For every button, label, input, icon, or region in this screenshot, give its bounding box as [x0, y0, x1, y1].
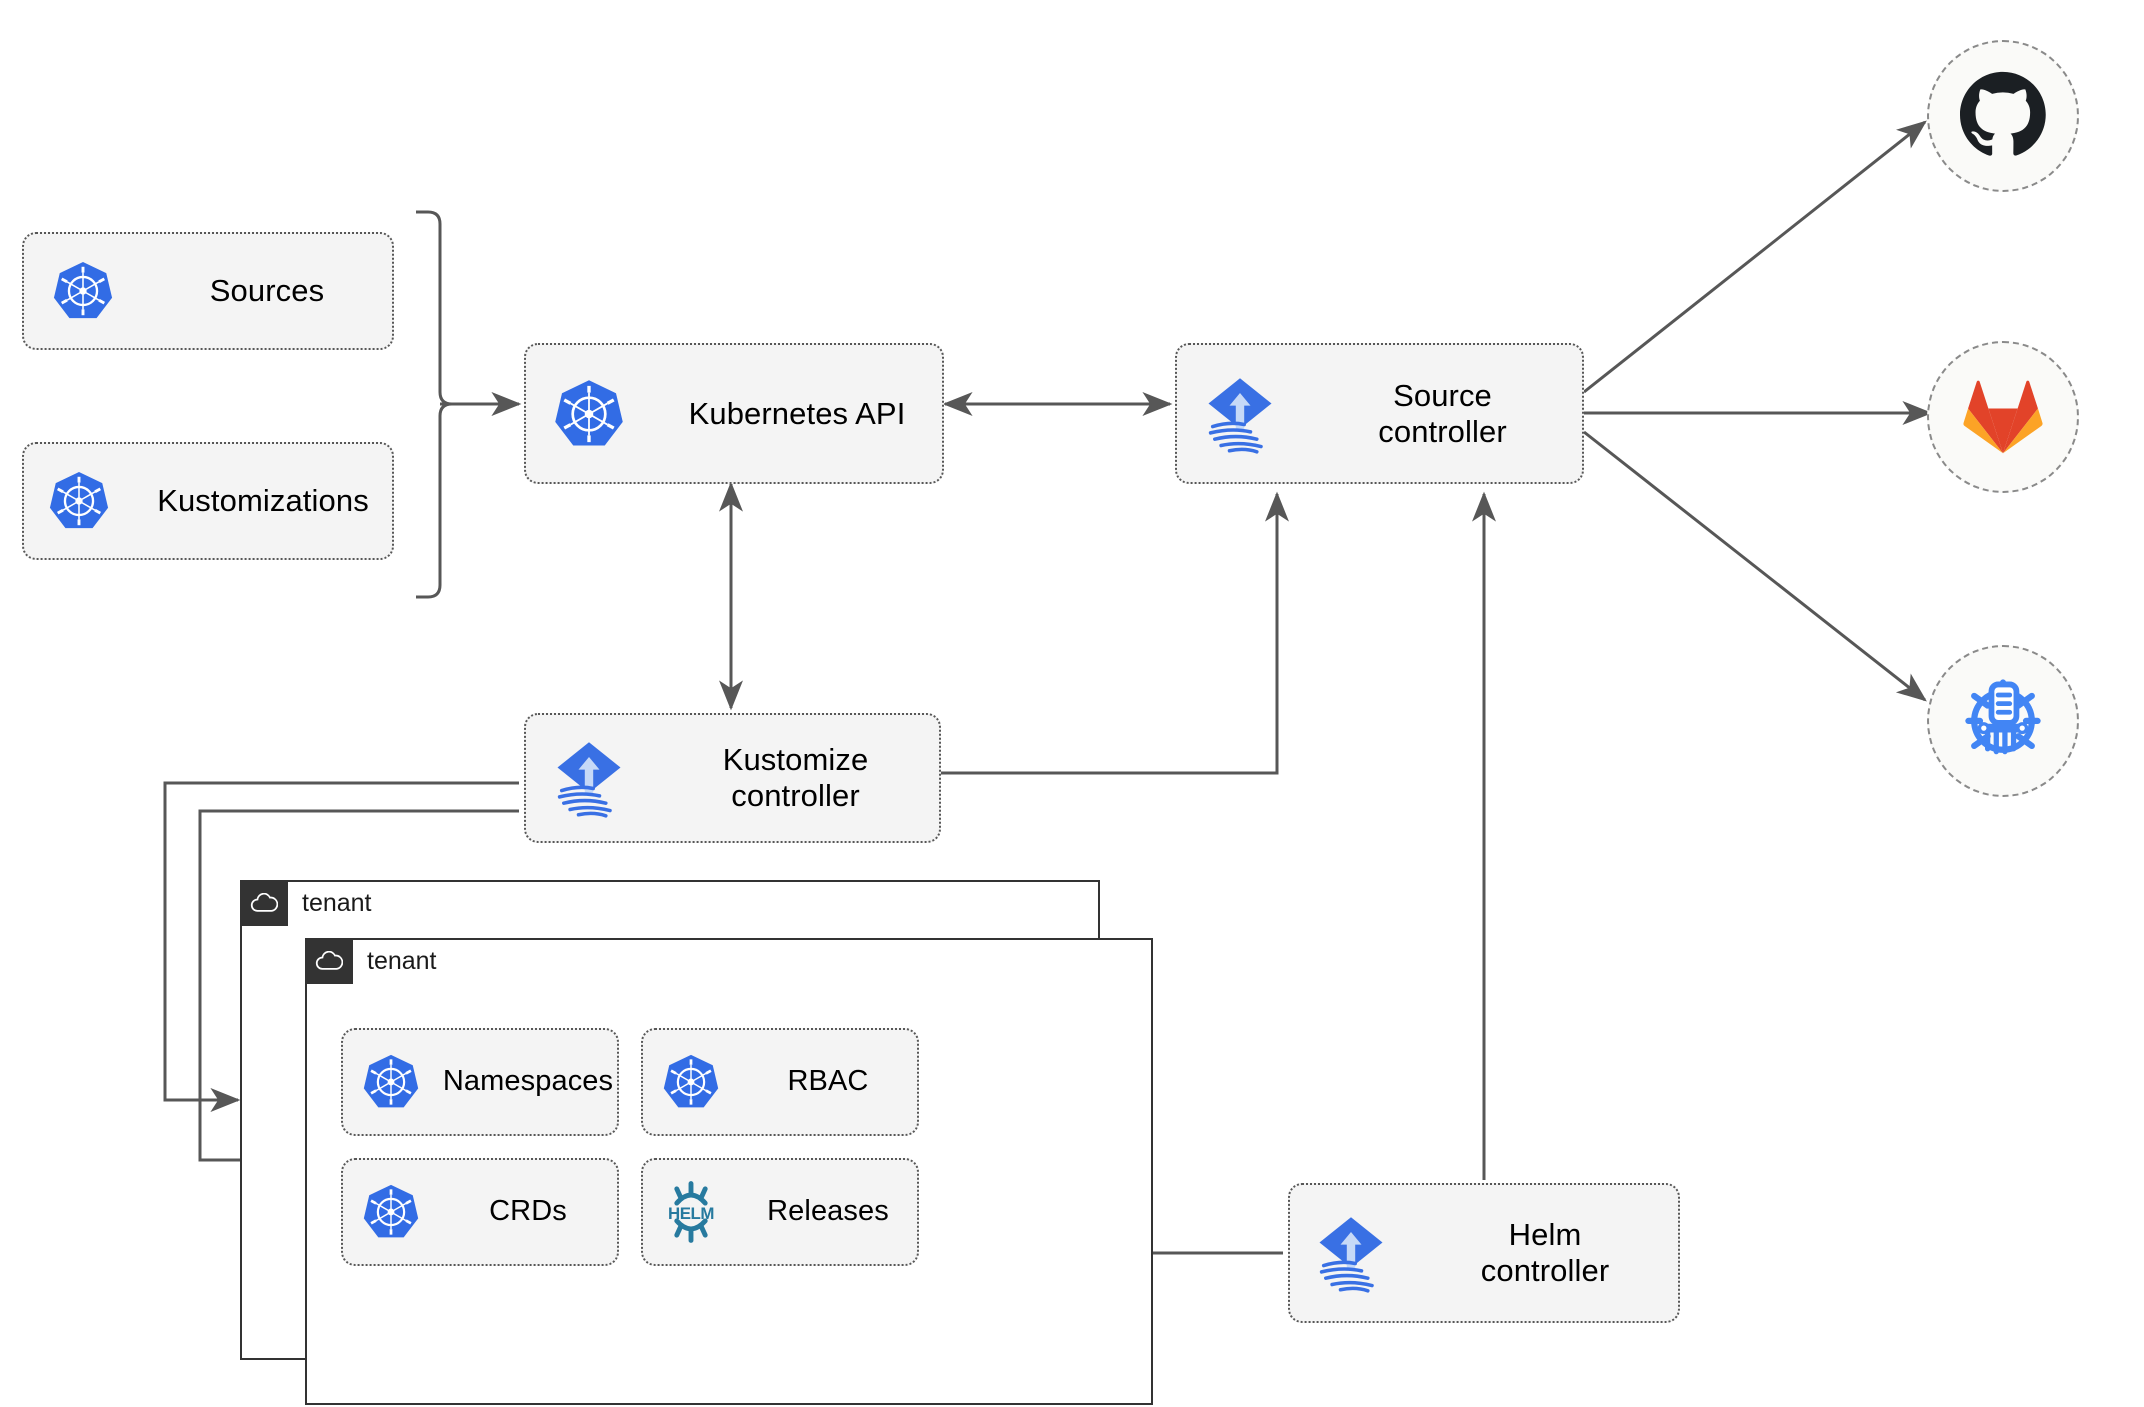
node-kustomize-controller-label: Kustomize controller [722, 742, 869, 813]
tenant-card-front[interactable]: tenant [305, 938, 1153, 1405]
flux-icon [1290, 1211, 1412, 1295]
node-source-controller-label: Source controller [1378, 377, 1507, 449]
node-crds[interactable]: CRDs [341, 1158, 619, 1266]
node-kustomizations-label: Kustomizations [157, 483, 369, 519]
node-helm-controller[interactable]: Helm controller [1288, 1183, 1680, 1323]
node-sources[interactable]: Sources [22, 232, 394, 350]
node-releases-label: Releases [767, 1195, 889, 1228]
kubernetes-icon [24, 470, 134, 532]
node-kubernetes-api[interactable]: Kubernetes API [524, 343, 944, 484]
node-crds-label: CRDs [489, 1195, 567, 1228]
provider-gitlab[interactable] [1927, 341, 2079, 493]
kubernetes-icon [343, 1183, 439, 1241]
bracket-upper [416, 210, 453, 406]
cloud-icon [240, 880, 288, 926]
tenant-label: tenant [367, 946, 437, 975]
tenant-label: tenant [302, 888, 372, 917]
node-rbac-label: RBAC [787, 1065, 869, 1098]
flux-icon [1177, 372, 1303, 456]
gitlab-icon [1962, 376, 2044, 459]
tenant-header: tenant [240, 880, 372, 926]
chart-repository-icon [1955, 671, 2051, 772]
svg-text:HELM: HELM [668, 1204, 714, 1223]
node-source-controller[interactable]: Source controller [1175, 343, 1584, 484]
node-helm-controller-label: Helm controller [1480, 1217, 1610, 1288]
helm-icon: HELM [643, 1180, 739, 1244]
node-kubernetes-api-label: Kubernetes API [688, 395, 906, 431]
node-kustomize-controller[interactable]: Kustomize controller [524, 713, 941, 843]
tenant-header: tenant [305, 938, 437, 984]
cloud-icon [305, 938, 353, 984]
bracket-lower [416, 402, 453, 599]
node-namespaces[interactable]: Namespaces [341, 1028, 619, 1136]
kubernetes-icon [343, 1053, 439, 1111]
wire-source-github [1583, 120, 1927, 394]
provider-bucket[interactable] [1927, 645, 2079, 797]
node-releases[interactable]: HELM Releases [641, 1158, 919, 1266]
node-sources-label: Sources [209, 273, 325, 309]
wire-kustomize-source [941, 491, 1289, 775]
kubernetes-icon [24, 260, 142, 322]
wire-source-bucket [1583, 430, 1927, 702]
flux-icon [526, 736, 652, 820]
provider-github[interactable] [1927, 40, 2079, 192]
kubernetes-icon [526, 378, 652, 450]
node-namespaces-label: Namespaces [442, 1065, 614, 1098]
github-icon [1960, 71, 2046, 162]
node-rbac[interactable]: RBAC [641, 1028, 919, 1136]
node-kustomizations[interactable]: Kustomizations [22, 442, 394, 560]
tenant-resource-grid: Namespaces [341, 1028, 919, 1266]
kubernetes-icon [643, 1053, 739, 1111]
